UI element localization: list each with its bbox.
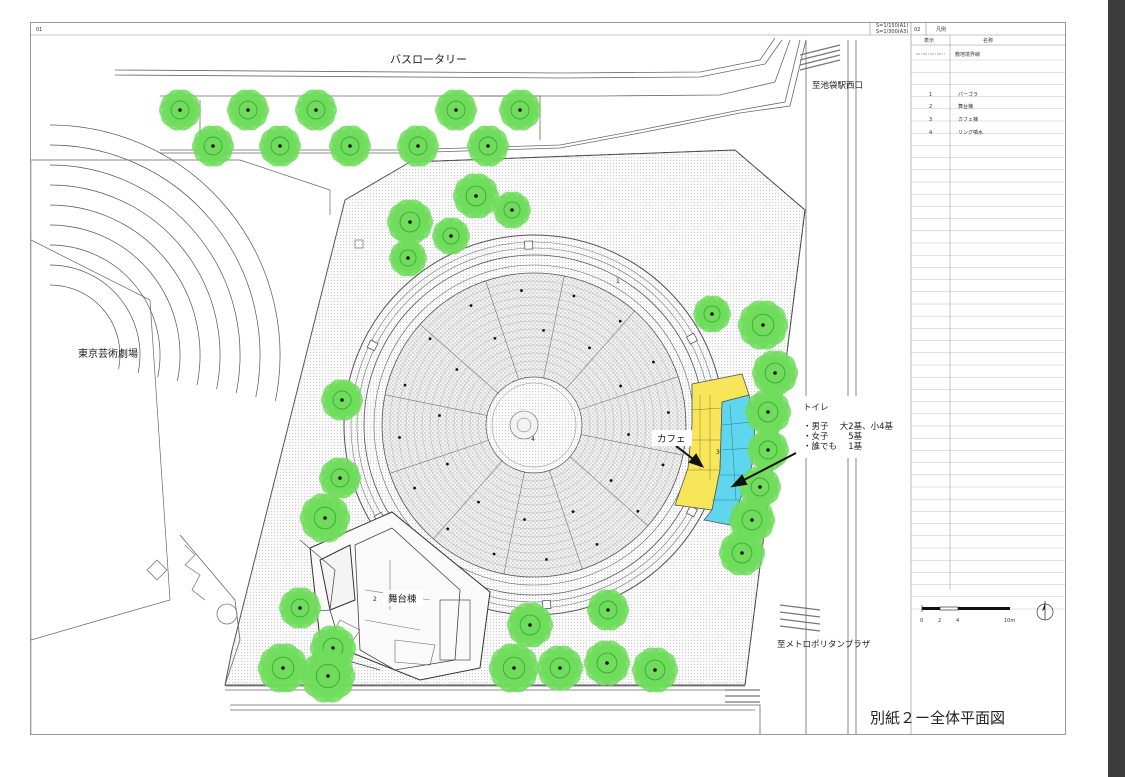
label-toilet-anyone: ・誰でも 1基 (803, 441, 863, 452)
scale-bar: 0 2 4 10m (920, 605, 1015, 624)
legend-name-4: リング噴水 (958, 129, 983, 136)
legend-name-2: 舞台棟 (958, 103, 973, 110)
legend-name-1: パーゴラ (958, 91, 978, 98)
title-block: 01 S=1/150(A1) S=1/300(A3) 02 凡例 表示 名称 敷… (30, 22, 1066, 735)
scale-tick-4: 4 (956, 618, 959, 624)
legend-name-3: カフェ棟 (958, 116, 978, 123)
scale-a1: S=1/150(A1) (876, 23, 908, 29)
scale-tick-0: 0 (920, 618, 923, 624)
theater-building (31, 124, 331, 734)
cafe-label-bg (652, 430, 692, 446)
pointer-arrows (675, 445, 797, 488)
legend-number: 02 (914, 27, 920, 33)
label-fountain-number: 4 (531, 436, 535, 443)
stage-label-bg (383, 590, 423, 606)
north-arrow-icon (1036, 601, 1054, 621)
label-cafe: カフェ (657, 434, 686, 445)
label-to-metropolitan-plaza: 至メトロポリタンプラザ (777, 640, 871, 650)
label-to-ikebukuro-west: 至池袋駅西口 (812, 80, 863, 91)
bus-rotary-road (114, 37, 857, 734)
legend-boundary: 敷地境界線 (955, 51, 980, 58)
label-bus-rotary: バスロータリー (390, 53, 467, 66)
label-stage-number: 2 (373, 596, 377, 603)
label-toilet-title: トイレ (803, 403, 829, 413)
label-theater: 東京芸術劇場 (78, 347, 138, 360)
label-toilet-women: ・女子 5基 (803, 431, 863, 442)
scale-a3: S=1/300(A3) (876, 29, 908, 35)
scale-tick-10: 10m (1004, 618, 1015, 624)
legend-title: 凡例 (936, 26, 946, 33)
sheet-number: 01 (36, 27, 42, 33)
drawing-caption: 別紙２ー全体平面図 (870, 709, 1005, 727)
legend-no-3: 3 (929, 117, 932, 123)
legend-col-mark: 表示 (924, 37, 934, 44)
legend-no-4: 4 (929, 130, 932, 136)
crosswalk (725, 44, 841, 703)
toilet-label-bg (798, 396, 910, 458)
label-pergola-number: 1 (616, 278, 620, 285)
legend-col-name: 名称 (983, 37, 993, 44)
ring-fountain-pergola (343, 234, 725, 616)
label-stage-building: 舞台棟 (388, 593, 417, 605)
vertical-scrollbar[interactable] (1108, 0, 1125, 777)
scale-tick-2: 2 (938, 618, 941, 624)
label-cafe-number: 3 (716, 449, 720, 456)
legend-no-1: 1 (929, 92, 932, 98)
label-toilet-men: ・男子 大2基、小4基 (803, 421, 894, 432)
trees (159, 89, 799, 703)
legend-no-2: 2 (929, 104, 932, 110)
